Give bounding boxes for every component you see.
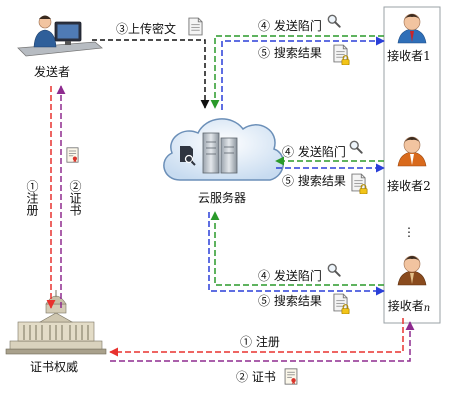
result-arrow-1 — [221, 36, 385, 110]
cloud-server-icon — [163, 118, 284, 181]
receiver-register-arrow — [109, 318, 404, 357]
trapdoor-label-n: ④ 发送陷门 — [258, 268, 322, 283]
sender-cert-label: ②证书 — [68, 180, 82, 217]
receiver-register-label: ① 注册 — [240, 334, 280, 349]
trapdoor-arrow-n — [210, 211, 384, 286]
trapdoor-magnifier-icon-2 — [349, 140, 363, 154]
receiver-cert-label: ② 证书 — [236, 370, 276, 384]
authority-label: 证书权威 — [30, 360, 78, 374]
receiver-1-label: 接收者1 — [387, 48, 431, 63]
result-label-n: ⑤ 搜索结果 — [258, 293, 322, 308]
result-label-1: ⑤ 搜索结果 — [258, 45, 322, 60]
sender-label: 发送者 — [34, 64, 70, 79]
receiver-1-icon — [397, 13, 427, 44]
receiver-n-label: 接收者n — [388, 298, 430, 314]
result-label-2: ⑤ 搜索结果 — [282, 173, 346, 188]
receiver-n-icon — [397, 255, 427, 286]
receiver-2-label: 接收者2 — [387, 178, 431, 193]
sender-register-label: ①注册 — [25, 180, 39, 217]
upload-label: ③上传密文 — [116, 21, 176, 36]
sender-cert-icon — [66, 147, 79, 163]
trapdoor-label-1: ④ 发送陷门 — [258, 18, 322, 33]
trapdoor-magnifier-icon-1 — [327, 14, 341, 28]
receiver-ellipsis: ⋮ — [403, 225, 415, 239]
upload-arrow — [92, 39, 210, 109]
trapdoor-arrow-1 — [210, 35, 384, 109]
sender-figure-icon — [17, 15, 103, 57]
ciphertext-document-icon — [188, 17, 203, 36]
receiver-cert-arrow — [110, 321, 415, 362]
cloud-label: 云服务器 — [198, 190, 246, 205]
receiver-n-subscript: n — [424, 303, 430, 314]
receiver-2-icon — [397, 136, 427, 167]
receiver-cert-icon — [284, 368, 298, 385]
trapdoor-magnifier-icon-n — [327, 263, 341, 277]
authority-building-icon — [5, 290, 107, 355]
trapdoor-label-2: ④ 发送陷门 — [282, 144, 346, 159]
